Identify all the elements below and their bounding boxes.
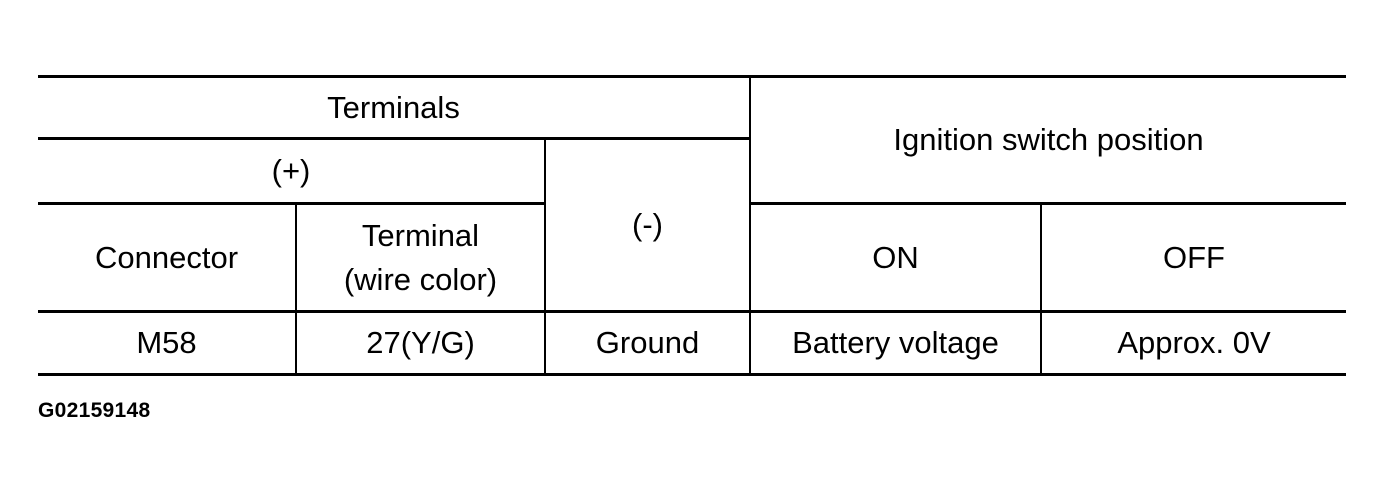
terminal-header-label: Terminal [361,217,480,253]
table-top-rule [38,75,1346,78]
header-bottom-rule [38,310,1346,313]
plus-minus-divider [544,137,546,375]
row-terminal-cell: 27(Y/G) [297,313,544,373]
connector-terminal-divider [295,202,297,375]
row-off-value: Approx. 0V [1117,325,1271,360]
off-header-label: OFF [1163,239,1225,275]
row-minus-value: Ground [595,325,700,360]
minus-header-label: (-) [632,207,663,242]
on-off-divider [1040,202,1042,375]
row-connector-cell: M58 [38,313,295,373]
on-header-label: ON [872,239,919,275]
terminal-voltage-table: Terminals (+) (-) Ignition switch positi… [38,75,1346,376]
ignition-switch-header-label: Ignition switch position [893,122,1204,157]
row-off-cell: Approx. 0V [1042,313,1346,373]
terminals-ignition-divider [749,75,751,375]
on-header: ON [751,205,1040,310]
off-header: OFF [1042,205,1346,310]
ignition-header-rule [750,202,1346,205]
row-on-value: Battery voltage [792,325,999,360]
table-bottom-rule [38,373,1346,376]
plus-header-label: (+) [271,153,311,188]
minus-header: (-) [546,140,749,310]
row-minus-cell: Ground [546,313,749,373]
row-connector-value: M58 [136,325,197,360]
terminals-header: Terminals [38,78,749,137]
terminals-header-label: Terminals [327,89,460,125]
plus-header-rule [38,202,546,205]
plus-header: (+) [38,140,544,202]
ignition-switch-header: Ignition switch position [751,78,1346,202]
figure-code: G02159148 [38,399,151,422]
connector-header-label: Connector [94,239,239,275]
row-on-cell: Battery voltage [751,313,1040,373]
terminal-header: Terminal (wire color) [297,205,544,310]
connector-header: Connector [38,205,295,310]
terminals-header-rule [38,137,751,140]
row-terminal-value: 27(Y/G) [366,325,475,360]
wire-color-header-label: (wire color) [343,261,498,297]
